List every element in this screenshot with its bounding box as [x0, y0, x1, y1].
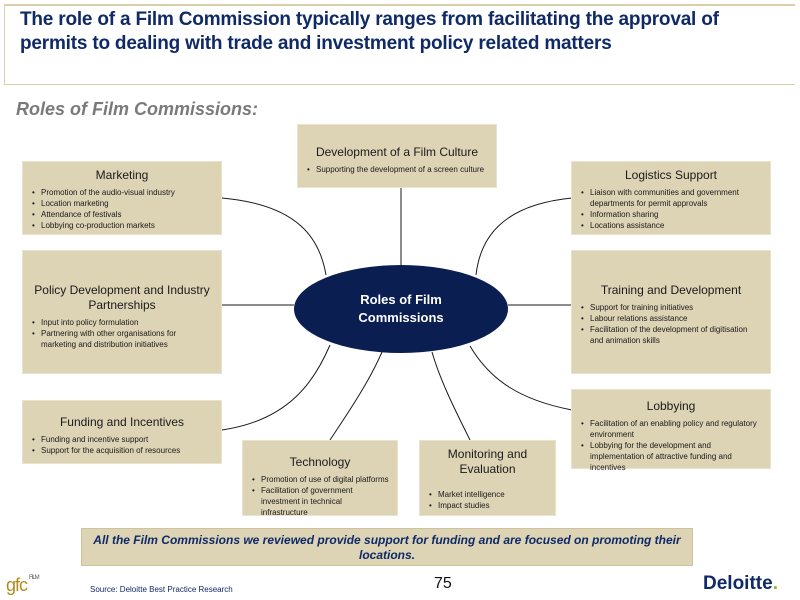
- connector-marketing: [221, 197, 327, 276]
- connector-technology: [329, 351, 383, 441]
- box-monitoring: Monitoring and Evaluation Market intelli…: [419, 440, 556, 516]
- connector-lobbying: [469, 345, 573, 411]
- connector-funding: [221, 344, 331, 431]
- connector-monitoring: [431, 351, 471, 441]
- gfc-logo-small: FILM: [29, 575, 40, 581]
- box-film-culture: Development of a Film Culture Supporting…: [297, 124, 497, 188]
- box-policy: Policy Development and Industry Partners…: [22, 250, 222, 374]
- box-title: Technology: [289, 455, 351, 469]
- connector-logistics: [475, 197, 573, 276]
- box-title: Monitoring and Evaluation: [447, 447, 528, 476]
- page-title: The role of a Film Commission typically …: [20, 9, 719, 54]
- list-item: Location marketing: [32, 198, 213, 209]
- list-item: Supporting the development of a screen c…: [307, 164, 488, 175]
- box-training: Training and Development Support for tra…: [571, 250, 771, 374]
- list-item: Information sharing: [581, 209, 762, 220]
- box-logistics: Logistics Support Liaison with communiti…: [571, 161, 771, 235]
- box-title: Training and Development: [600, 283, 742, 297]
- list-item: Support for the acquisition of resources: [32, 445, 213, 456]
- list-item: Labour relations assistance: [581, 313, 762, 324]
- list-item: Funding and incentive support: [32, 434, 213, 445]
- deloitte-logo: Deloitte.: [703, 573, 778, 595]
- box-lobbying: Lobbying Facilitation of an enabling pol…: [571, 389, 771, 472]
- list-item: Support for training initiatives: [581, 302, 762, 313]
- list-item: Market intelligence: [429, 489, 547, 500]
- center-label: Roles of Film Commissions: [358, 292, 444, 325]
- list-item: Facilitation of the development of digit…: [581, 324, 762, 346]
- box-title: Marketing: [95, 168, 149, 182]
- list-item: Facilitation of government investment in…: [252, 485, 389, 518]
- box-title: Logistics Support: [624, 168, 718, 182]
- list-item: Input into policy formulation: [32, 317, 213, 328]
- list-item: Facilitation of an enabling policy and r…: [581, 418, 762, 440]
- page-number: 75: [434, 575, 452, 592]
- list-item: Impact studies: [429, 500, 547, 511]
- list-item: Attendance of festivals: [32, 209, 213, 220]
- list-item: Lobbying for the development and impleme…: [581, 440, 762, 473]
- box-marketing: Marketing Promotion of the audio-visual …: [22, 161, 222, 235]
- list-item: Liaison with communities and government …: [581, 187, 762, 209]
- box-title: Development of a Film Culture: [315, 145, 479, 159]
- list-item: Lobbying co-production markets: [32, 220, 213, 231]
- list-item: Promotion of the audio-visual industry: [32, 187, 213, 198]
- source-text: Source: Deloitte Best Practice Research: [90, 585, 233, 594]
- box-title: Policy Development and Industry Partners…: [34, 283, 210, 312]
- box-title: Funding and Incentives: [59, 415, 185, 429]
- title-frame: [4, 4, 795, 85]
- list-item: Promotion of use of digital platforms: [252, 474, 389, 485]
- gfc-logo-text: gfc: [6, 575, 28, 595]
- box-title: Lobbying: [646, 399, 696, 413]
- center-ellipse: Roles of Film Commissions: [294, 265, 508, 353]
- deloitte-logo-dot: .: [772, 573, 778, 594]
- section-subtitle: Roles of Film Commissions:: [16, 99, 259, 119]
- box-technology: Technology Promotion of use of digital p…: [242, 440, 398, 518]
- list-item: Partnering with other organisations for …: [32, 328, 213, 350]
- summary-note: All the Film Commissions we reviewed pro…: [81, 528, 693, 566]
- list-item: Locations assistance: [581, 220, 762, 231]
- box-funding: Funding and Incentives Funding and incen…: [22, 400, 222, 464]
- deloitte-logo-text: Deloitte: [703, 573, 773, 594]
